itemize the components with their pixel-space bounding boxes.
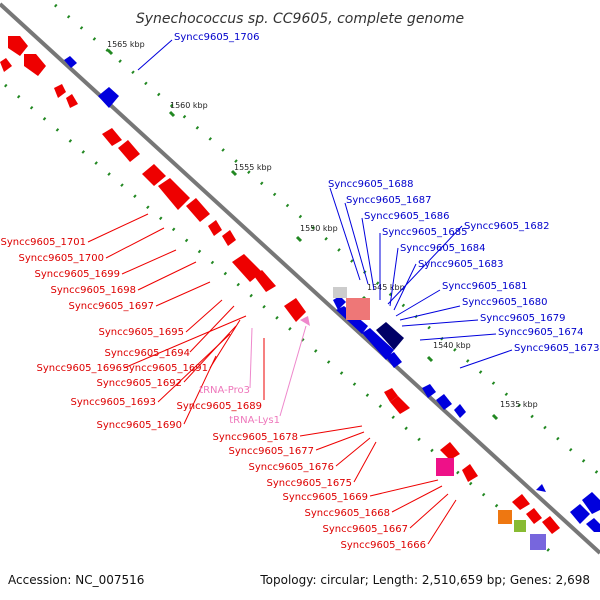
- gene-label[interactable]: Syncc9605_1677: [229, 446, 315, 457]
- gene-arrow[interactable]: [384, 388, 398, 402]
- gene-label[interactable]: Syncc9605_1686: [364, 211, 450, 222]
- forward-labels: Syncc9605_1706 Syncc9605_1688 Syncc9605_…: [174, 32, 600, 354]
- gene-arrow[interactable]: [454, 404, 466, 418]
- gene-label[interactable]: Syncc9605_1682: [464, 221, 550, 232]
- gene-label[interactable]: Syncc9605_1698: [51, 285, 137, 296]
- trna-label[interactable]: tRNA-Pro3: [199, 385, 250, 396]
- trna-leader-lines: [249, 325, 307, 417]
- trna-marker[interactable]: [300, 316, 310, 326]
- gene-label[interactable]: Syncc9605_1676: [249, 462, 335, 473]
- gene-label[interactable]: Syncc9605_1685: [382, 227, 468, 238]
- gene-label[interactable]: Syncc9605_1678: [213, 432, 299, 443]
- gene-arrow[interactable]: [390, 396, 410, 414]
- gene-arrow[interactable]: [64, 56, 77, 68]
- reverse-leader-lines: [87, 213, 457, 545]
- gene-box[interactable]: [530, 534, 546, 550]
- scale-label: 1565 kbp: [107, 40, 145, 49]
- gene-label[interactable]: Syncc9605_1674: [498, 327, 584, 338]
- gene-arrow[interactable]: [333, 296, 346, 310]
- scale-label: 1555 kbp: [234, 163, 272, 172]
- gene-arrow[interactable]: [98, 87, 119, 108]
- gene-arrow[interactable]: [102, 128, 122, 146]
- gene-arrow[interactable]: [582, 492, 600, 514]
- gene-arrow[interactable]: [222, 230, 236, 246]
- gene-arrow[interactable]: [422, 384, 436, 398]
- gene-box[interactable]: [514, 520, 526, 532]
- gene-label[interactable]: Syncc9605_1688: [328, 179, 414, 190]
- gene-label[interactable]: Syncc9605_1700: [19, 253, 105, 264]
- gene-arrow[interactable]: [0, 58, 12, 72]
- highlighted-features: [300, 287, 546, 550]
- gene-label[interactable]: Syncc9605_1693: [71, 397, 157, 408]
- gene-arrow[interactable]: [526, 508, 542, 524]
- gene-label[interactable]: Syncc9605_1695: [99, 327, 185, 338]
- gene-arrow[interactable]: [8, 36, 28, 56]
- gene-label[interactable]: Syncc9605_1687: [346, 195, 432, 206]
- gene-arrow[interactable]: [440, 442, 460, 460]
- gene-arrow[interactable]: [254, 270, 276, 292]
- reverse-strand-genes: [0, 36, 560, 534]
- trna-labels: tRNA-Pro3 tRNA-Lys1: [199, 385, 280, 426]
- gene-label[interactable]: Syncc9605_1681: [442, 281, 528, 292]
- gene-arrow[interactable]: [436, 394, 452, 410]
- gene-label[interactable]: Syncc9605_1684: [400, 243, 486, 254]
- gene-arrow[interactable]: [462, 464, 478, 482]
- scale-label: 1540 kbp: [433, 341, 471, 350]
- gene-arrow[interactable]: [186, 198, 210, 222]
- genome-title: Synechococcus sp. CC9605, complete genom…: [136, 11, 464, 27]
- scale-label: 1535 kbp: [500, 400, 538, 409]
- gene-arrow[interactable]: [570, 504, 590, 524]
- gene-label[interactable]: Syncc9605_1701: [1, 237, 87, 248]
- gene-label[interactable]: Syncc9605_1689: [177, 401, 263, 412]
- forward-leader-lines: [137, 39, 513, 369]
- topology-summary: Topology: circular; Length: 2,510,659 bp…: [259, 573, 590, 587]
- forward-strand-genes: [64, 56, 600, 532]
- gene-arrow[interactable]: [142, 164, 166, 186]
- gene-label[interactable]: Syncc9605_1696: [37, 363, 123, 374]
- gene-label[interactable]: Syncc9605_1683: [418, 259, 504, 270]
- gene-label[interactable]: Syncc9605_1706: [174, 32, 260, 43]
- gene-label[interactable]: Syncc9605_1691: [123, 363, 209, 374]
- reverse-labels: Syncc9605_1701 Syncc9605_1700 Syncc9605_…: [1, 237, 427, 551]
- gene-arrow[interactable]: [208, 220, 222, 236]
- gene-arrow[interactable]: [586, 518, 600, 532]
- gene-label[interactable]: Syncc9605_1666: [341, 540, 427, 551]
- gene-arrow[interactable]: [284, 298, 306, 322]
- trna-label[interactable]: tRNA-Lys1: [229, 415, 280, 426]
- scale-label: 1550 kbp: [300, 224, 338, 233]
- gene-arrow[interactable]: [118, 140, 140, 162]
- gene-label[interactable]: Syncc9605_1667: [323, 524, 409, 535]
- accession-text: Accession: NC_007516: [8, 573, 144, 587]
- gene-arrow[interactable]: [362, 328, 394, 360]
- gene-label[interactable]: Syncc9605_1699: [35, 269, 121, 280]
- gene-label[interactable]: Syncc9605_1673: [514, 343, 600, 354]
- gene-arrow[interactable]: [158, 178, 190, 210]
- gene-arrow[interactable]: [24, 54, 46, 76]
- gene-box[interactable]: [436, 458, 454, 476]
- gene-label[interactable]: Syncc9605_1692: [97, 378, 183, 389]
- gene-label[interactable]: Syncc9605_1694: [105, 348, 191, 359]
- gene-label[interactable]: Syncc9605_1679: [480, 313, 566, 324]
- gene-box[interactable]: [333, 287, 347, 298]
- gene-arrow[interactable]: [542, 516, 560, 534]
- gene-box[interactable]: [498, 510, 512, 524]
- gene-arrow[interactable]: [232, 254, 262, 282]
- gene-label[interactable]: Syncc9605_1680: [462, 297, 548, 308]
- gene-label[interactable]: Syncc9605_1668: [305, 508, 391, 519]
- gene-label[interactable]: Syncc9605_1669: [283, 492, 369, 503]
- gene-arrow[interactable]: [54, 84, 66, 98]
- scale-label: 1560 kbp: [170, 101, 208, 110]
- gene-label[interactable]: Syncc9605_1697: [69, 301, 155, 312]
- gene-arrow[interactable]: [66, 94, 78, 108]
- gene-arrow[interactable]: [386, 352, 402, 368]
- gene-box[interactable]: [346, 298, 370, 320]
- gene-arrow[interactable]: [536, 484, 546, 492]
- gene-arrow[interactable]: [376, 322, 404, 350]
- gene-label[interactable]: Syncc9605_1675: [267, 478, 353, 489]
- scale-label: 1545 kbp: [367, 283, 405, 292]
- gene-label[interactable]: Syncc9605_1690: [97, 420, 183, 431]
- outer-tick-track: [54, 3, 600, 477]
- gene-arrow[interactable]: [512, 494, 530, 510]
